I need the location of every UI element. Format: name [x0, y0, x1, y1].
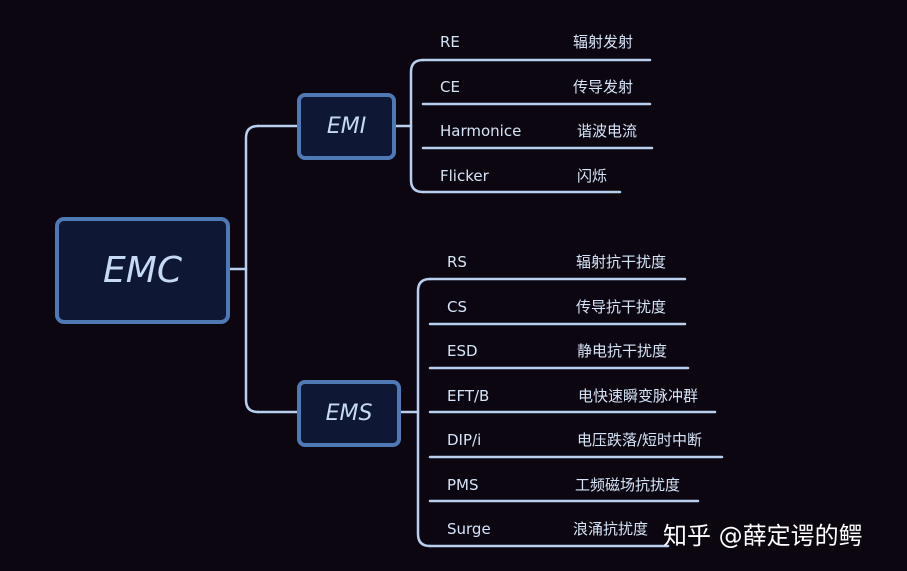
leaf-desc-esd: 静电抗干扰度 — [577, 342, 668, 360]
leaf-desc-eft-b: 电快速瞬变脉冲群 — [578, 387, 699, 405]
leaf-name-dip-i: DIP/i — [447, 431, 482, 449]
leaf-name-harmonice: Harmonice — [440, 122, 522, 140]
leaf-desc-surge: 浪涌抗扰度 — [573, 520, 649, 538]
leaf-name-ce: CE — [440, 78, 460, 96]
ems-bracket — [416, 277, 432, 548]
leaf-name-esd: ESD — [447, 342, 478, 360]
leaf-desc-rs: 辐射抗干扰度 — [576, 253, 667, 271]
root-node-emc: EMC — [55, 217, 230, 324]
leaf-desc-re: 辐射发射 — [573, 33, 634, 51]
leaf-desc-cs: 传导抗干扰度 — [576, 298, 667, 316]
leaf-name-rs: RS — [447, 253, 467, 271]
leaf-name-re: RE — [440, 33, 460, 51]
leaf-desc-dip-i: 电压跌落/短时中断 — [577, 431, 703, 449]
branch-node-ems: EMS — [297, 380, 401, 447]
leaf-desc-flicker: 闪烁 — [577, 167, 608, 185]
leaf-desc-ce: 传导发射 — [573, 78, 634, 96]
emi-bracket — [409, 58, 425, 194]
leaf-desc-harmonice: 谐波电流 — [577, 122, 638, 140]
branch-node-emi: EMI — [297, 93, 396, 160]
root-bracket — [244, 124, 260, 414]
leaf-desc-pms: 工频磁场抗扰度 — [575, 476, 681, 494]
leaf-name-flicker: Flicker — [440, 167, 489, 185]
leaf-name-cs: CS — [447, 298, 467, 316]
leaf-name-eft-b: EFT/B — [447, 387, 490, 405]
leaf-name-pms: PMS — [447, 476, 479, 494]
leaf-name-surge: Surge — [447, 520, 491, 538]
watermark: 知乎 @薛定谔的鳄 — [663, 522, 863, 550]
